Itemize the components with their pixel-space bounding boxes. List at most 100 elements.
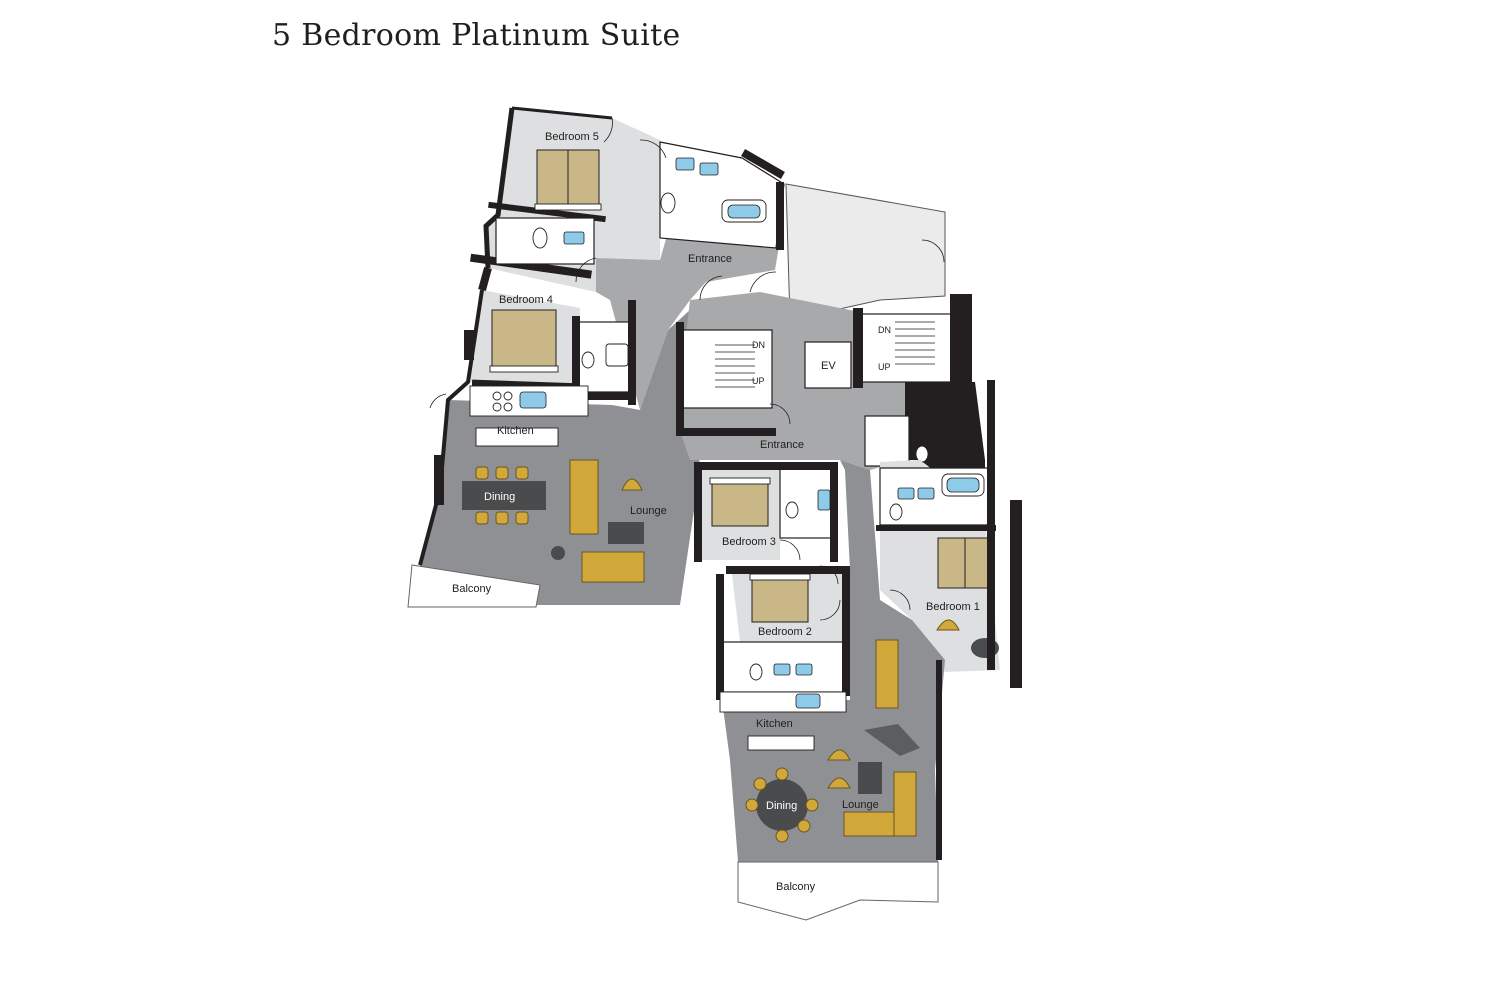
stair-up-label: UP — [752, 376, 765, 386]
sofa-right-top — [875, 639, 899, 709]
right-wing — [694, 380, 1022, 921]
label-balcony-right: Balcony — [776, 881, 816, 893]
sofa-left — [569, 459, 599, 535]
wall-segment — [876, 525, 996, 531]
bed-headboard — [489, 365, 559, 373]
wall-segment — [726, 566, 846, 574]
bed-bedroom-2 — [751, 577, 809, 623]
label-lounge-right: Lounge — [842, 799, 879, 811]
armchair — [621, 478, 643, 491]
toilet — [889, 503, 903, 521]
sofa-left-bottom — [581, 551, 645, 583]
hob — [503, 402, 513, 412]
wall-segment — [1010, 500, 1022, 688]
kitchen-sink — [519, 391, 547, 409]
sink — [699, 162, 719, 176]
label-bedroom-1: Bedroom 1 — [926, 601, 980, 613]
armchair — [827, 749, 851, 761]
chair — [805, 798, 819, 812]
toilet — [785, 501, 799, 519]
chair — [495, 466, 509, 480]
wall-segment — [464, 330, 474, 360]
room-labels: Bedroom 5 Entrance Bedroom 4 Kitchen Din… — [452, 131, 980, 893]
tv-unit — [864, 724, 920, 756]
label-bedroom-4: Bedroom 4 — [499, 294, 553, 306]
label-kitchen-left: Kitchen — [497, 425, 534, 437]
coffee-table — [858, 762, 882, 794]
chair — [515, 511, 529, 525]
stair-left — [681, 329, 773, 409]
balcony-right — [737, 861, 939, 921]
label-bedroom-3: Bedroom 3 — [722, 536, 776, 548]
stair-dn-label: DN — [878, 325, 891, 335]
sofa-right-side — [893, 771, 917, 837]
entrance-lobby — [785, 183, 946, 321]
chair — [515, 466, 529, 480]
label-entrance-top: Entrance — [688, 253, 732, 265]
dining-table-left — [462, 481, 546, 510]
page-title: 5 Bedroom Platinum Suite — [272, 18, 681, 53]
bed-bedroom-3 — [711, 481, 769, 527]
armchair — [827, 777, 851, 789]
bed-headboard — [534, 203, 602, 211]
wall-segment — [716, 574, 724, 700]
wall-segment — [842, 566, 850, 696]
stair-up-label: UP — [878, 362, 891, 372]
sink — [675, 157, 695, 171]
wall-segment — [572, 316, 580, 398]
sink — [773, 663, 791, 676]
chair — [475, 511, 489, 525]
wc-core — [864, 415, 910, 467]
label-balcony-left: Balcony — [452, 583, 492, 595]
wall-segment — [853, 308, 863, 388]
kitchen-island — [747, 735, 815, 751]
chair — [475, 466, 489, 480]
label-bedroom-2: Bedroom 2 — [758, 626, 812, 638]
side-table — [551, 546, 565, 560]
sink — [795, 663, 813, 676]
chair — [753, 777, 767, 791]
label-dining-left: Dining — [484, 491, 515, 503]
wall-segment — [628, 300, 636, 405]
chair — [775, 829, 789, 843]
dining-table-right — [756, 779, 808, 831]
wall-segment — [694, 462, 834, 470]
label-dining-right: Dining — [766, 800, 797, 812]
toilet — [660, 192, 676, 214]
bed-headboard — [709, 477, 771, 485]
bed-headboard — [749, 573, 811, 581]
label-lounge-left: Lounge — [630, 505, 667, 517]
hob — [492, 402, 502, 412]
bed-bedroom-4 — [491, 309, 557, 371]
door-swings — [429, 117, 945, 621]
label-kitchen-right: Kitchen — [756, 718, 793, 730]
elevator — [804, 341, 852, 389]
left-wing — [407, 106, 785, 608]
wall-segment — [576, 392, 636, 400]
bathtub-water — [946, 477, 980, 493]
sink — [817, 489, 831, 511]
stair-dn-label: DN — [752, 340, 765, 350]
left-hall — [596, 212, 780, 410]
wall-segment — [676, 322, 684, 434]
wall-segment — [694, 462, 702, 562]
kitchen-sink — [795, 693, 821, 709]
label-entrance-center: Entrance — [760, 439, 804, 451]
coffee-table — [608, 522, 644, 544]
stair-right — [861, 313, 955, 383]
kitchen-island — [475, 427, 559, 447]
chair — [495, 511, 509, 525]
wall-segment — [434, 455, 444, 505]
label-bedroom-5: Bedroom 5 — [545, 131, 599, 143]
chair — [745, 798, 759, 812]
wall-segment — [830, 462, 838, 562]
sink — [897, 487, 915, 500]
wall-segment — [776, 182, 784, 250]
chair — [775, 767, 789, 781]
chair — [797, 819, 811, 833]
toilet — [532, 227, 548, 249]
right-living-area — [722, 460, 945, 862]
sink — [563, 231, 585, 245]
toilet — [749, 663, 763, 681]
